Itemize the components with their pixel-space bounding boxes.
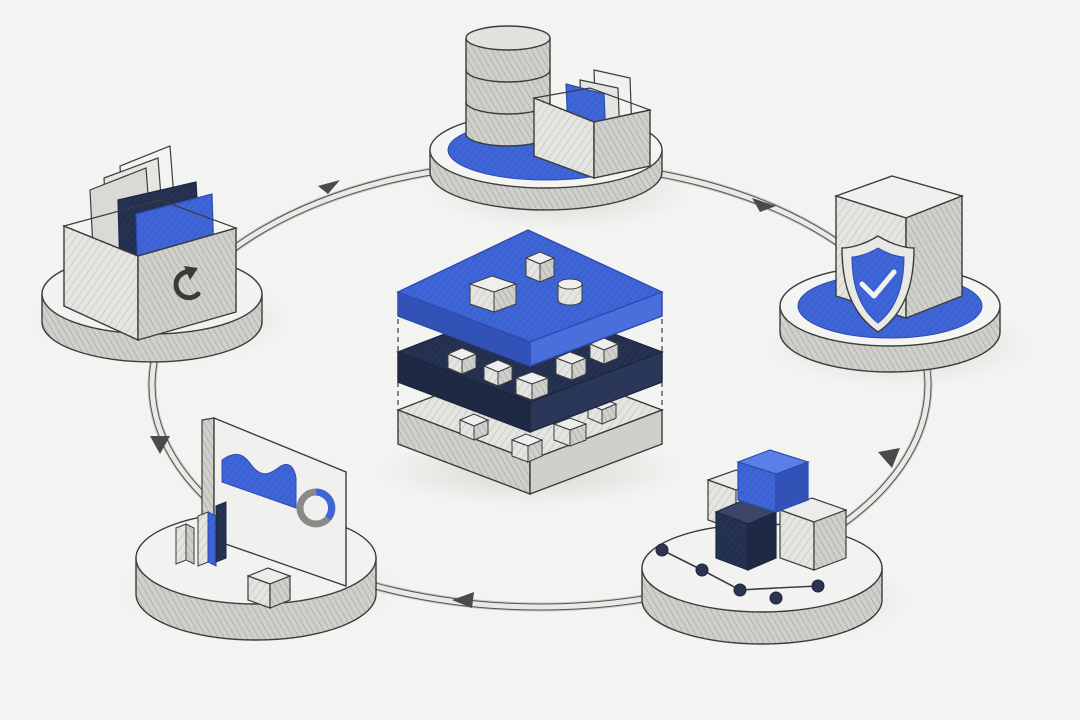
document-bin-icon xyxy=(531,69,653,180)
top-cube xyxy=(468,275,518,313)
top-cube xyxy=(524,251,556,283)
small-cube-icon xyxy=(246,567,292,609)
top-cylinder xyxy=(557,278,583,306)
database-cylinder-icon xyxy=(465,25,551,147)
arrow-head-top-right xyxy=(752,198,776,212)
arrow-head-top-left xyxy=(318,180,340,194)
arrow-head-bottom xyxy=(452,592,474,608)
middle-cube xyxy=(514,371,550,401)
node-path-icon xyxy=(655,543,825,605)
analytics-node xyxy=(118,416,398,641)
blue-top-layer xyxy=(396,229,664,368)
database-archive-node xyxy=(429,25,690,230)
cycle-arrows xyxy=(150,180,900,608)
arrow-head-right xyxy=(878,448,900,468)
workflow-node xyxy=(630,449,910,645)
security-node xyxy=(770,175,1030,387)
backup-files-node xyxy=(30,145,290,364)
donut-chart-icon xyxy=(296,488,336,528)
middle-cube xyxy=(554,351,588,381)
middle-cube xyxy=(446,347,478,375)
base-cube xyxy=(510,433,544,463)
file-box-icon xyxy=(62,145,238,342)
area-chart-icon xyxy=(221,453,297,509)
shield-check-icon xyxy=(841,235,915,333)
cube-stack-icon xyxy=(706,449,848,571)
middle-cube xyxy=(588,337,620,365)
base-cube xyxy=(552,417,588,447)
layered-platform xyxy=(380,229,680,506)
base-cube xyxy=(458,413,490,441)
restore-arrow-icon xyxy=(173,266,201,301)
middle-cube xyxy=(482,359,514,387)
arrow-head-left xyxy=(150,436,170,454)
dashboard-panel-icon xyxy=(201,416,347,587)
bar-chart-icon xyxy=(175,501,227,567)
